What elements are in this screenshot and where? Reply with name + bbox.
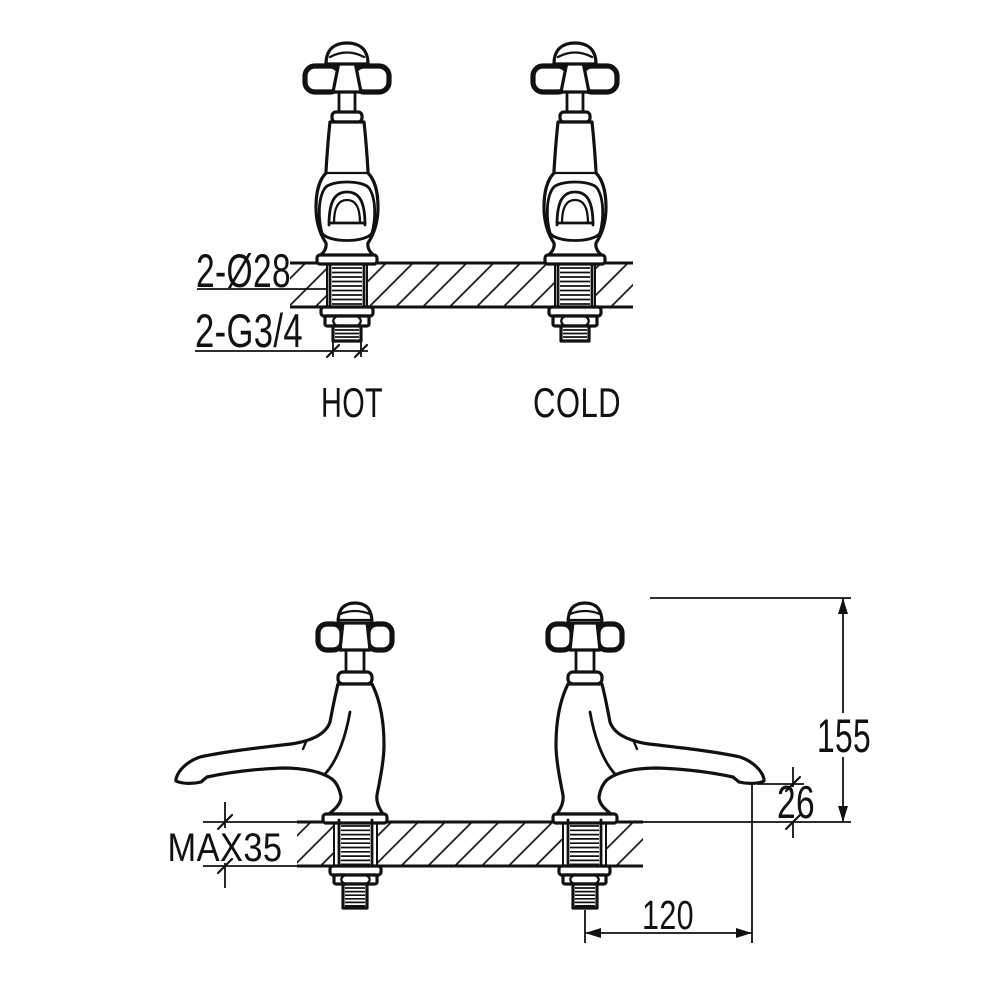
- hole-diameter-label: 2-Ø28: [196, 244, 291, 297]
- dim-spout-outlet-height: 26: [777, 767, 815, 838]
- right-tap-side: [548, 603, 764, 908]
- dimension-extension-lines: [203, 597, 851, 943]
- thread-size-label: 2-G3/4: [195, 304, 303, 357]
- dim-spout-reach: 120: [585, 892, 752, 938]
- mounting-deck-front: [290, 261, 633, 309]
- spout-reach-value: 120: [642, 892, 694, 938]
- dim-overall-height: 155: [817, 598, 871, 822]
- overall-height-value: 155: [817, 709, 871, 762]
- cold-label: COLD: [533, 379, 621, 426]
- max-deck-thickness-value: MAX35: [168, 826, 283, 870]
- mounting-deck-side: [297, 820, 643, 868]
- side-view-drawing: 155 26 MAX35 120: [168, 597, 871, 943]
- thread-dimension-ticks: [325, 343, 369, 359]
- front-view-drawing: 2-Ø28 2-G3/4 HOT COLD: [195, 43, 633, 426]
- hot-label: HOT: [321, 379, 383, 426]
- spout-outlet-height-value: 26: [777, 776, 815, 828]
- dim-max-deck-thickness: MAX35: [168, 802, 283, 888]
